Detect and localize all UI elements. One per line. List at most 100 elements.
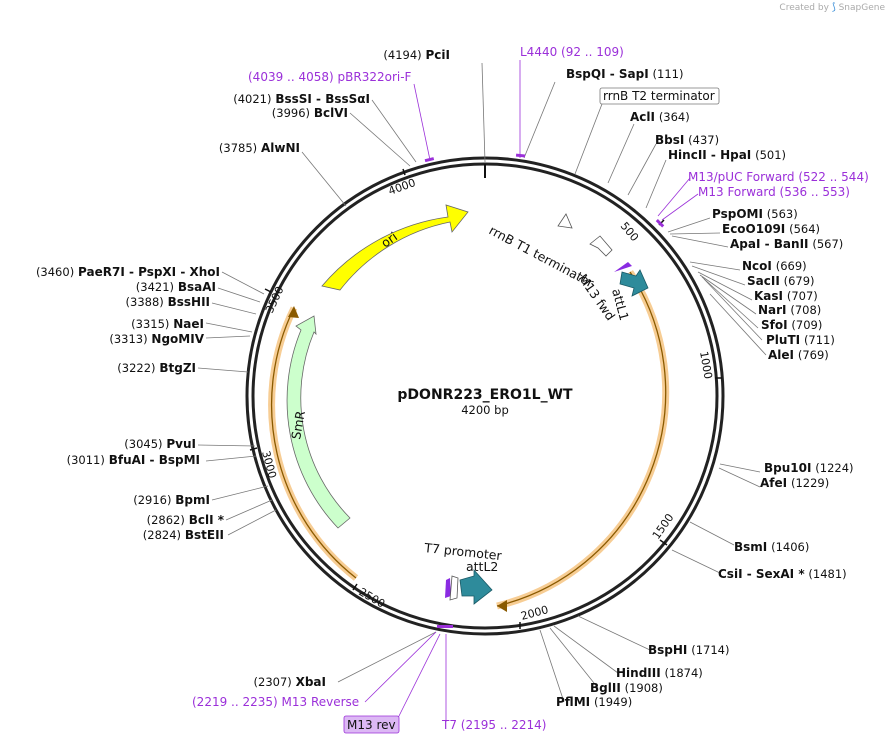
orf-arc-right-core [496, 271, 667, 607]
enzyme-position: (1949) [594, 695, 632, 709]
enzyme-position: (1714) [691, 643, 729, 657]
enzyme-label: BspHI (1714) [648, 643, 729, 657]
plasmid-name: pDONR223_ERO1L_WT [397, 387, 573, 403]
enzyme-label: BspQI - SapI (111) [566, 67, 683, 81]
smr-feature [286, 315, 351, 529]
enzyme-label: EcoO109I (564) [722, 222, 820, 236]
primer-label: T7 (2195 .. 2214) [441, 718, 546, 732]
enzyme-label-text: (2862) BclI * [147, 513, 225, 527]
t7-promoter-label: T7 promoter [423, 540, 504, 563]
primer-label: M13/pUC Forward (522 .. 544) [688, 170, 869, 184]
enzyme-name: AclI [630, 110, 655, 124]
enzyme-label: Bpu10I (1224) [764, 461, 854, 475]
ori-feature [321, 204, 469, 291]
primer-label: L4440 (92 .. 109) [520, 45, 624, 59]
enzyme-label-text: PspOMI (563) [712, 207, 798, 221]
enzyme-name: BsmI [734, 540, 767, 554]
enzyme-label-text: KasI (707) [754, 289, 818, 303]
enzyme-label-text: ApaI - BanII (567) [730, 237, 843, 251]
primer-label: (4039 .. 4058) pBR322ori-F [248, 70, 412, 84]
attl2-label: attL2 [466, 559, 498, 574]
enzyme-name: NgoMIV [151, 332, 204, 346]
attl2-marker [445, 578, 451, 598]
attl1-marker [614, 262, 632, 272]
orf-arc-left-core [270, 307, 357, 579]
enzyme-label-text: (4021) BssSI - BssSαI [233, 92, 370, 106]
enzyme-position: (709) [791, 318, 822, 332]
enzyme-label: (3222) BtgZI [117, 361, 196, 375]
enzyme-name: BpmI [175, 493, 210, 507]
primer-site-marks [424, 153, 665, 628]
enzyme-label: (4194) PciI [383, 48, 450, 62]
enzyme-name: BssSI - BssSαI [275, 92, 370, 106]
rrnb-t1-terminator-feature [589, 235, 613, 257]
enzyme-label-text: HincII - HpaI (501) [668, 148, 786, 162]
enzyme-label-text: (4194) PciI [383, 48, 450, 62]
enzyme-position: (769) [798, 348, 829, 362]
enzyme-label-text: (3011) BfuAI - BspMI [67, 453, 200, 467]
enzyme-label: HindIII (1874) [616, 666, 703, 680]
brand-prefix: Created by [779, 3, 829, 13]
enzyme-label: CsiI - SexAI * (1481) [718, 567, 847, 581]
enzyme-name: BglII [590, 681, 621, 695]
enzyme-position: (2862) [147, 513, 185, 527]
enzyme-label: SfoI (709) [761, 318, 822, 332]
primer-labels: L4440 (92 .. 109) M13/pUC Forward (522 ..… [192, 45, 869, 732]
enzyme-name: BbsI [655, 133, 684, 147]
enzyme-label: (3388) BssHII [126, 295, 210, 309]
enzyme-position: (3785) [219, 141, 257, 155]
enzyme-label: KasI (707) [754, 289, 818, 303]
enzyme-label-text: (3785) AlwNI [219, 141, 300, 155]
enzyme-label-text: BglII (1908) [590, 681, 663, 695]
enzyme-name: BsaAI [178, 280, 216, 294]
enzyme-position: (4021) [233, 92, 271, 106]
enzyme-label-text: (3421) BsaAI [136, 280, 216, 294]
enzyme-name: KasI [754, 289, 783, 303]
enzyme-label-text: SfoI (709) [761, 318, 822, 332]
enzyme-name: PciI [426, 48, 451, 62]
enzyme-name: XbaI [296, 675, 326, 689]
enzyme-label-text: NarI (708) [758, 303, 821, 317]
enzyme-name: BspQI - SapI [566, 67, 649, 81]
enzyme-position: (1406) [771, 540, 809, 554]
enzyme-name: SacII [747, 274, 780, 288]
enzyme-name: AlwNI [261, 141, 300, 155]
enzyme-position: (564) [789, 222, 820, 236]
enzyme-position: (2824) [143, 528, 181, 542]
enzyme-position: (3996) [272, 106, 310, 120]
tick-label-1000: 1000 [697, 350, 715, 380]
enzyme-name: EcoO109I [722, 222, 785, 236]
enzyme-name: BclI * [189, 513, 225, 527]
enzyme-position: (3045) [124, 437, 162, 451]
rrnb-t2-terminator-feature [557, 213, 573, 229]
enzyme-position: (3222) [117, 361, 155, 375]
enzyme-label-text: (3388) BssHII [126, 295, 210, 309]
enzyme-name: PflMI [556, 695, 590, 709]
enzyme-name: NcoI [742, 259, 772, 273]
enzyme-label-text: (3460) PaeR7I - PspXI - XhoI [36, 265, 220, 279]
enzyme-label: (2307) XbaI [254, 675, 326, 689]
enzyme-position: (3388) [126, 295, 164, 309]
enzyme-position: (1874) [665, 666, 703, 680]
enzyme-position: (2916) [133, 493, 171, 507]
enzyme-label-text: NcoI (669) [742, 259, 807, 273]
enzyme-position: (1908) [625, 681, 663, 695]
enzyme-label-text: AleI (769) [768, 348, 829, 362]
enzyme-label: BsmI (1406) [734, 540, 809, 554]
enzyme-label-text: PluTI (711) [766, 333, 835, 347]
enzyme-name: PspOMI [712, 207, 763, 221]
enzyme-label: (3996) BclVI [272, 106, 348, 120]
enzyme-position: (679) [784, 274, 815, 288]
enzyme-label: (3315) NaeI [131, 317, 204, 331]
enzyme-label-text: (2307) XbaI [254, 675, 326, 689]
enzyme-label: AleI (769) [768, 348, 829, 362]
enzyme-label-text: AclI (364) [630, 110, 690, 124]
enzyme-label: (3045) PvuI [124, 437, 196, 451]
primer-label: (2219 .. 2235) M13 Reverse [192, 695, 359, 709]
enzyme-label-text: (3045) PvuI [124, 437, 196, 451]
enzyme-label-text: (2916) BpmI [133, 493, 210, 507]
enzyme-label: (3785) AlwNI [219, 141, 300, 155]
enzyme-name: BspHI [648, 643, 687, 657]
enzyme-name: BstEII [185, 528, 224, 542]
